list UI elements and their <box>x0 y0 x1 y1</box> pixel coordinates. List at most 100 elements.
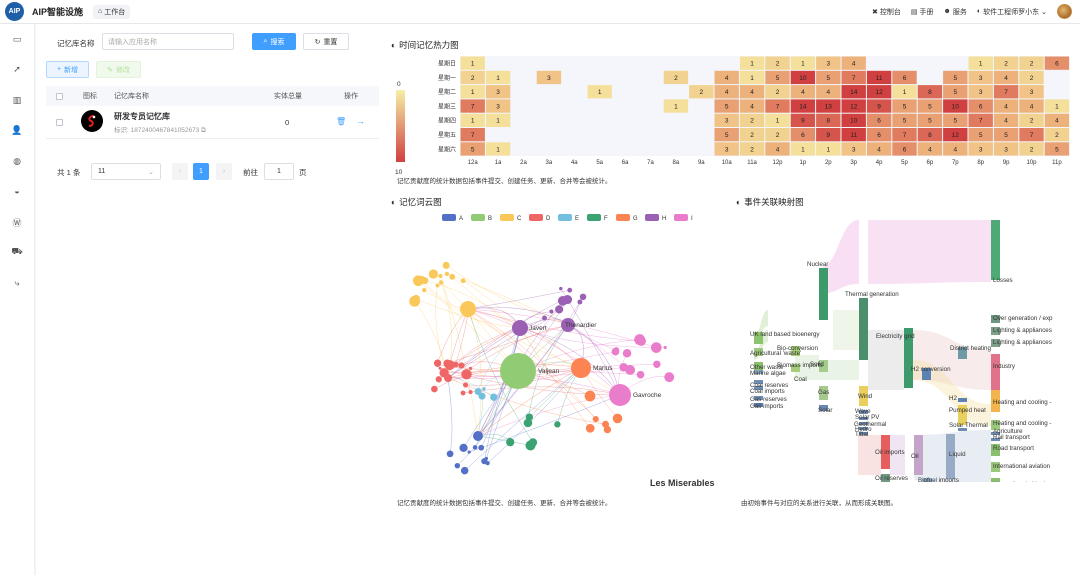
col-actions: 操作 <box>344 93 358 100</box>
heatmap-cell <box>841 70 866 85</box>
graph-edge <box>470 324 569 369</box>
chat-icon[interactable]: ◒ <box>14 186 20 196</box>
copy-icon[interactable]: ⧉ <box>201 127 206 134</box>
user-icon[interactable]: 👤 <box>11 124 23 135</box>
sankey-label: Marine algae <box>750 370 786 377</box>
heatmap-cell-label: 4 <box>953 146 957 153</box>
heatmap-cell <box>993 142 1019 156</box>
sankey-node <box>754 380 763 384</box>
graph-node-label: Javert <box>529 325 547 332</box>
page-1-button[interactable]: 1 <box>193 163 209 180</box>
console-link[interactable]: ✖控制台 <box>872 7 901 17</box>
graph-node-label: Thenardier <box>565 322 597 329</box>
delete-icon[interactable]: 🗑 <box>336 117 347 126</box>
heatmap-cell-label: 12 <box>952 132 960 139</box>
table-row[interactable]: 研发专员记忆库 标识: 1872400467841052673 ⧉ 0 🗑 → <box>46 106 379 139</box>
heatmap-cell <box>968 113 993 127</box>
app-logo[interactable]: AIP <box>5 2 24 21</box>
sankey-label: Geothermal <box>854 421 886 428</box>
manual-link[interactable]: ▤手册 <box>911 7 934 17</box>
sankey-node <box>958 428 967 431</box>
report-icon[interactable]: ▥ <box>12 94 22 105</box>
chevron-left-icon: ‹ <box>178 168 182 175</box>
heatmap-cell-label: 1 <box>496 118 500 125</box>
prev-page-button[interactable]: ‹ <box>172 163 188 180</box>
goto-input[interactable]: 1 <box>264 163 294 180</box>
graph-node <box>444 271 450 277</box>
heatmap-cell-label: 1 <box>979 60 983 67</box>
heatmap-cell-label: 3 <box>826 60 830 67</box>
legend-swatch <box>558 214 572 221</box>
heatmap-cell <box>866 113 892 127</box>
heatmap-cell <box>816 113 841 127</box>
heatmap-cell <box>968 142 993 156</box>
heatmap-cell <box>841 142 866 156</box>
sankey-label: Liquid <box>949 451 966 458</box>
heatmap-cell <box>485 142 511 156</box>
graph-node <box>584 390 596 402</box>
monitor-icon[interactable]: ▭ <box>12 33 22 44</box>
heatmap-cell-label: 4 <box>1004 75 1008 82</box>
graph-node <box>650 342 662 353</box>
sankey-node <box>958 347 967 359</box>
manual-label: 手册 <box>919 8 934 16</box>
add-button[interactable]: +新增 <box>46 61 89 78</box>
heatmap-cell-label: 7 <box>471 132 475 139</box>
wordpress-icon[interactable]: Ⓦ <box>12 217 22 228</box>
sankey-node <box>922 368 931 380</box>
graph-node <box>446 450 454 458</box>
graph-node <box>592 416 599 423</box>
sankey-node <box>991 327 1000 335</box>
sankey-label: Biofuel imports <box>918 477 959 482</box>
heatmap-hour-label: 9a <box>698 160 705 166</box>
rocket-icon[interactable]: ➚ <box>13 63 21 74</box>
sankey-link <box>913 360 991 426</box>
service-link[interactable]: ☻服务 <box>944 7 967 17</box>
sankey-node <box>754 332 763 344</box>
heatmap-cell <box>943 113 968 127</box>
reset-button[interactable]: ↻重置 <box>303 33 349 50</box>
truck-icon[interactable]: ⛟ <box>11 246 23 256</box>
heatmap-cell <box>460 99 485 113</box>
heatmap-cell <box>485 70 511 85</box>
heatmap-title: ◐时间记忆热力图 <box>391 39 459 51</box>
sankey-node <box>991 438 1000 441</box>
page-size-select[interactable]: 11⌄ <box>91 163 161 180</box>
heatmap-cell <box>765 142 790 156</box>
sankey-node <box>819 360 828 372</box>
heatmap-cell-label: 3 <box>979 146 983 153</box>
page-unit: 页 <box>299 168 307 177</box>
search-input[interactable]: 请输入应用名称 <box>102 33 234 50</box>
avatar[interactable] <box>1057 4 1072 19</box>
heatmap-cell <box>485 85 511 99</box>
select-all-checkbox[interactable] <box>56 92 63 100</box>
search-button[interactable]: ⌕搜索 <box>252 33 296 50</box>
graph-node <box>523 418 533 428</box>
heatmap-cell <box>460 56 485 70</box>
graph-edge <box>467 308 621 396</box>
heatmap-cell <box>765 113 790 127</box>
heatmap-cell <box>968 128 993 142</box>
sankey-node <box>991 220 1000 280</box>
user-menu[interactable]: ◐软件工程师罗小东⌄ <box>977 7 1047 17</box>
arrow-right-icon[interactable]: → <box>356 116 365 126</box>
flow-icon[interactable]: ⤷ <box>14 277 20 288</box>
heatmap-cell <box>460 128 485 142</box>
heatmap-cell-label: 7 <box>1030 132 1034 139</box>
memory-name[interactable]: 研发专员记忆库 <box>114 112 170 121</box>
shield-search-icon[interactable]: ◍ <box>13 155 21 166</box>
next-page-button[interactable]: › <box>216 163 232 180</box>
sankey-node <box>991 462 1000 472</box>
heatmap-cell <box>841 128 866 142</box>
app-name: AIP智能设施 <box>32 7 84 17</box>
sankey-label: Tidal <box>855 431 868 438</box>
sankey-label: Nuclear <box>807 261 828 268</box>
row-checkbox[interactable] <box>56 119 63 126</box>
heatmap-cell <box>917 85 943 99</box>
graph-edge <box>447 367 624 379</box>
workbench-tab[interactable]: ⌂ 工作台 <box>93 4 131 19</box>
edit-button[interactable]: ✎修改 <box>96 61 141 78</box>
